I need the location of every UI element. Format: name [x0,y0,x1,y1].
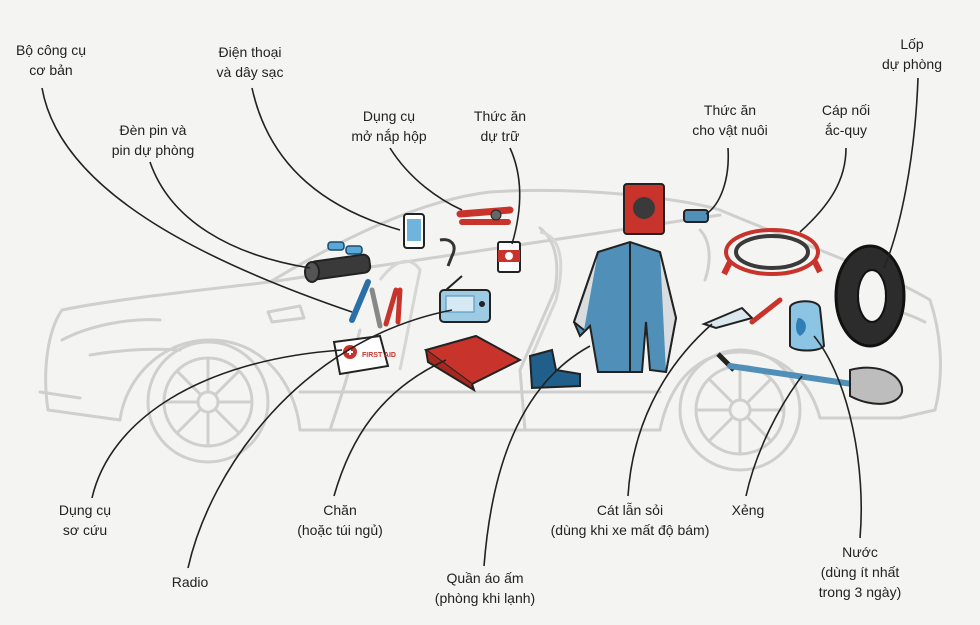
callout-cables [799,147,847,233]
first-aid-kit-icon: FIRST AID [332,334,396,376]
callout-clothes [483,345,591,567]
callout-food [509,147,521,245]
callout-blanket [333,359,447,497]
callout-radio [187,309,453,569]
phone-icon [403,213,456,267]
pet-food-bag-icon [623,183,709,235]
callout-water [813,335,863,539]
callout-pet-food [705,147,730,215]
jumper-cables-icon [721,228,823,276]
svg-text:FIRST AID: FIRST AID [362,352,396,359]
callout-phone [251,87,401,231]
blanket-icon [423,334,523,393]
label-blanket: Chăn(hoặc túi ngủ) [297,502,383,538]
callout-tire [883,77,919,269]
callout-lines [41,77,919,569]
jacket-icon [572,240,678,374]
shovel-icon [716,352,904,405]
label-shovel: Xẻng [731,502,765,518]
spare-tire-icon [834,244,906,348]
can-opener-icon [456,206,514,225]
seats [378,230,563,371]
radio-icon [439,275,491,323]
callout-shovel [745,375,803,497]
food-can-icon [497,241,521,273]
callout-basic-tools [41,87,353,313]
callout-sand [627,323,713,497]
label-sand: Cát lẫn sỏi(dùng khi xe mất độ bám) [550,502,710,538]
label-radio: Radio [171,574,209,590]
sand-bag-icon [701,297,783,330]
callout-first-aid [91,349,343,499]
callout-flashlight [149,161,311,269]
callout-can-opener [389,147,463,211]
rear-wheel [678,348,802,472]
basic-tools-icon [349,279,403,329]
flashlight-icon [304,241,372,283]
label-warm-clothes: Quần áo ấm(phòng khi lạnh) [434,570,536,606]
boot-icon [528,348,581,390]
